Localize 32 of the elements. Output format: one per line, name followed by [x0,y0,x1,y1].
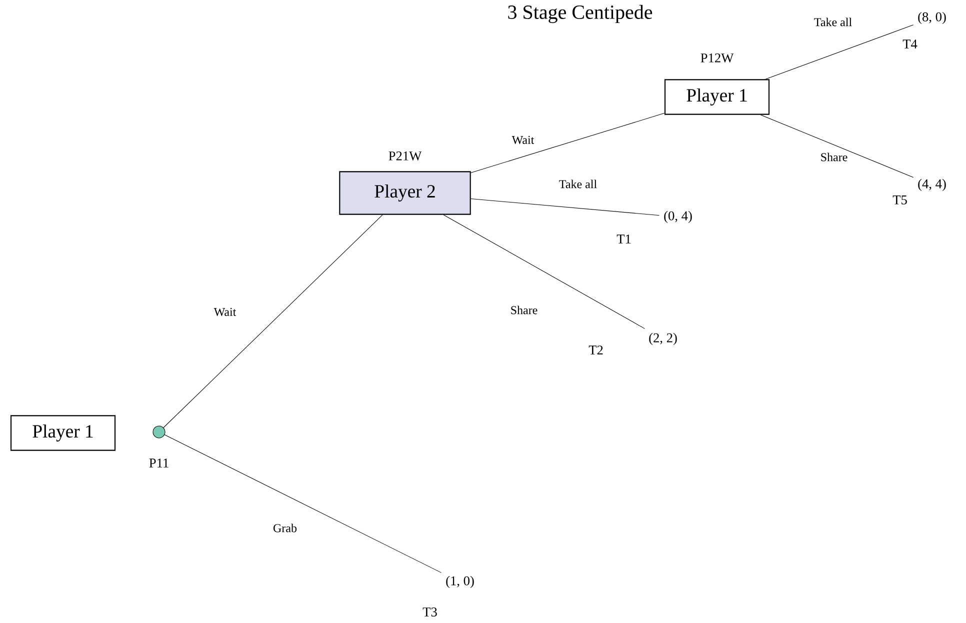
edge-label: Share [509,304,539,316]
player-box: Player 1 [10,415,116,451]
payoff-label: (1, 0) [446,576,474,588]
node-caption: P21W [388,151,422,161]
node-caption: T4 [902,40,918,48]
payoff-label: (2, 2) [649,332,677,346]
edge-label: Wait [510,134,536,146]
node-caption: T5 [892,196,907,204]
branch-line [760,114,914,178]
payoff-label: (0, 4) [664,210,692,224]
node-caption: P12W [700,53,734,63]
branch-line [470,112,665,174]
branch-line [164,434,442,573]
node-caption: T1 [616,234,631,244]
decision-point [152,426,166,438]
branch-line [443,214,646,329]
node-caption: P11 [149,458,168,468]
payoff-label: (4, 4) [918,178,946,192]
branch-line [765,24,914,80]
edge-label: Share [819,151,849,163]
edge-label: Wait [212,306,238,318]
edge-label: Grab [272,522,298,534]
branch-line [470,198,660,216]
payoff-label: (8, 0) [918,12,946,24]
node-caption: T2 [588,346,603,354]
edge-label: Take all [558,178,598,190]
player-box: Player 1 [664,79,770,115]
edge-label: Take all [812,16,854,28]
node-caption: T3 [422,608,437,616]
title: 3 Stage Centipede [508,4,652,24]
player-box: Player 2 [339,171,471,215]
branch-line [163,214,383,428]
